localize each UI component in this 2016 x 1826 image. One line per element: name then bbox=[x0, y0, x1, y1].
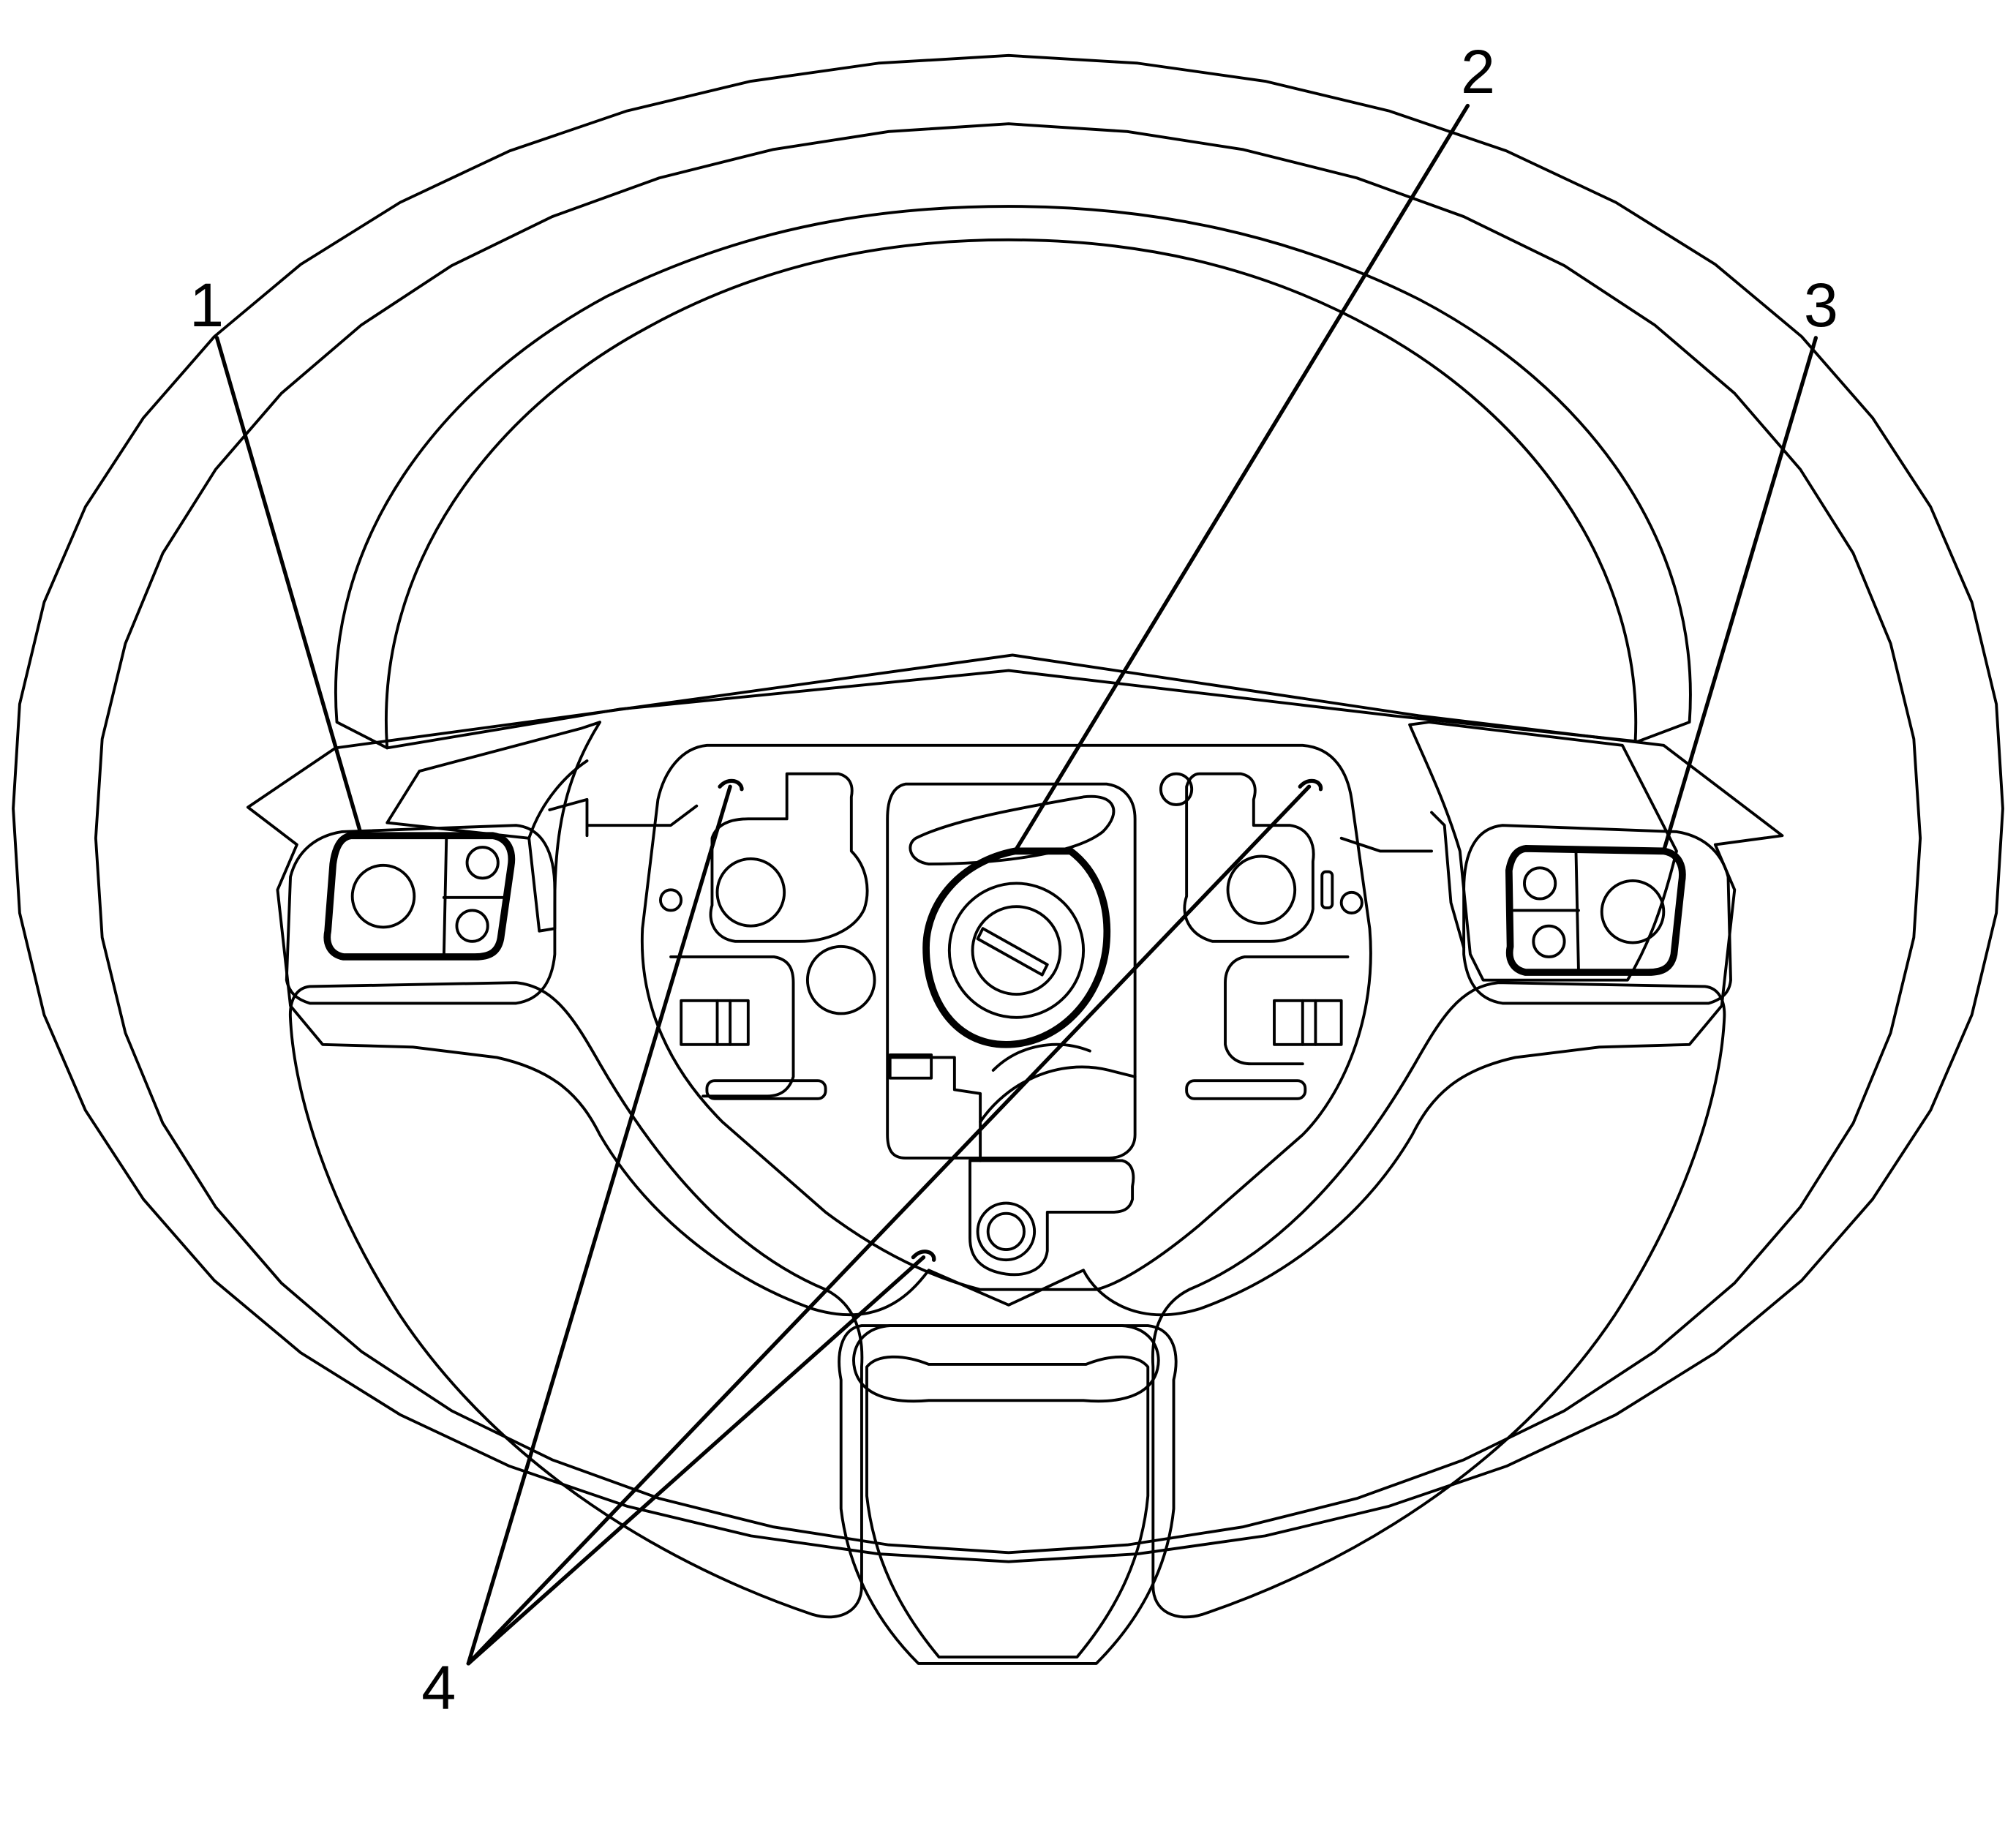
item-3-button-bottom bbox=[1532, 924, 1566, 958]
left-paddle-2 bbox=[527, 759, 699, 840]
callout-3: 3 bbox=[1804, 270, 1838, 339]
callout-2: 2 bbox=[1461, 37, 1495, 106]
right-spoke-opening bbox=[1151, 981, 1726, 1619]
right-slot bbox=[1185, 1079, 1307, 1100]
right-pin bbox=[1320, 870, 1334, 909]
center-bottom-hook bbox=[911, 1250, 936, 1262]
rim-outer bbox=[12, 53, 2004, 1563]
item-1-divider bbox=[442, 834, 505, 958]
right-lower-bracket bbox=[1224, 955, 1350, 1066]
right-hook bbox=[1298, 778, 1323, 792]
item-3-button-main bbox=[1600, 879, 1666, 944]
leader-4c bbox=[466, 1255, 926, 1666]
item-3-right-switch[interactable] bbox=[1505, 845, 1686, 976]
right-switch-divider bbox=[1301, 999, 1317, 1046]
hub-outline bbox=[246, 653, 1784, 1317]
right-boss-2 bbox=[1159, 772, 1194, 806]
center-lower-mount bbox=[968, 1159, 1135, 1277]
bottom-spoke-outer bbox=[838, 1324, 1178, 1665]
right-hole bbox=[1339, 890, 1364, 914]
leader-3 bbox=[1661, 336, 1818, 854]
left-boss bbox=[715, 857, 786, 928]
center-tab bbox=[888, 1053, 933, 1080]
center-panel bbox=[640, 743, 1372, 1291]
left-trim bbox=[285, 824, 557, 1005]
center-lower-bolt bbox=[976, 1201, 1037, 1262]
left-boss-2 bbox=[805, 944, 876, 1015]
left-switch-divider bbox=[715, 999, 732, 1046]
right-switch bbox=[1273, 999, 1343, 1046]
right-trim bbox=[1462, 824, 1732, 1005]
center-lower-bracket bbox=[888, 1056, 1137, 1124]
leader-1 bbox=[214, 336, 364, 838]
left-spoke-opening bbox=[289, 981, 864, 1619]
right-paddle-2 bbox=[1339, 811, 1466, 950]
left-hole bbox=[659, 888, 683, 912]
item-3-button-top bbox=[1523, 866, 1557, 901]
center-lower-bolt-inner bbox=[986, 1211, 1026, 1252]
item-1-left-switch[interactable] bbox=[323, 832, 516, 961]
leader-4b bbox=[466, 784, 1312, 1666]
left-hook bbox=[718, 778, 744, 792]
bottom-spoke-pad bbox=[852, 1324, 1160, 1403]
item-2-ring-inner bbox=[971, 905, 1062, 996]
item-1-button-main bbox=[350, 863, 416, 929]
item-3-divider bbox=[1512, 849, 1580, 974]
center-slot bbox=[909, 794, 1116, 865]
item-2-horn-bracket[interactable] bbox=[922, 847, 1111, 1048]
leader-4a bbox=[466, 784, 732, 1666]
left-slot bbox=[705, 1079, 827, 1100]
right-paddle bbox=[1408, 721, 1678, 982]
item-1-button-top bbox=[465, 846, 500, 880]
callout-1: 1 bbox=[189, 270, 224, 339]
callout-4: 4 bbox=[421, 1653, 456, 1722]
rim-inner-top bbox=[334, 205, 1692, 750]
item-2-ring bbox=[947, 882, 1086, 1019]
item-1-button-bottom bbox=[455, 909, 489, 943]
left-switch bbox=[680, 999, 750, 1046]
bottom-spoke-inner bbox=[865, 1355, 1150, 1659]
leader-2 bbox=[1013, 103, 1470, 854]
right-bracket-a bbox=[1183, 772, 1315, 943]
right-boss bbox=[1226, 854, 1297, 925]
rim-inner-top-2 bbox=[385, 238, 1638, 750]
item-2-slot bbox=[976, 927, 1049, 977]
rim-middle bbox=[94, 122, 1922, 1555]
center-column bbox=[886, 782, 1137, 1160]
left-bracket-a bbox=[709, 772, 869, 943]
left-lower-bracket bbox=[669, 955, 795, 1098]
